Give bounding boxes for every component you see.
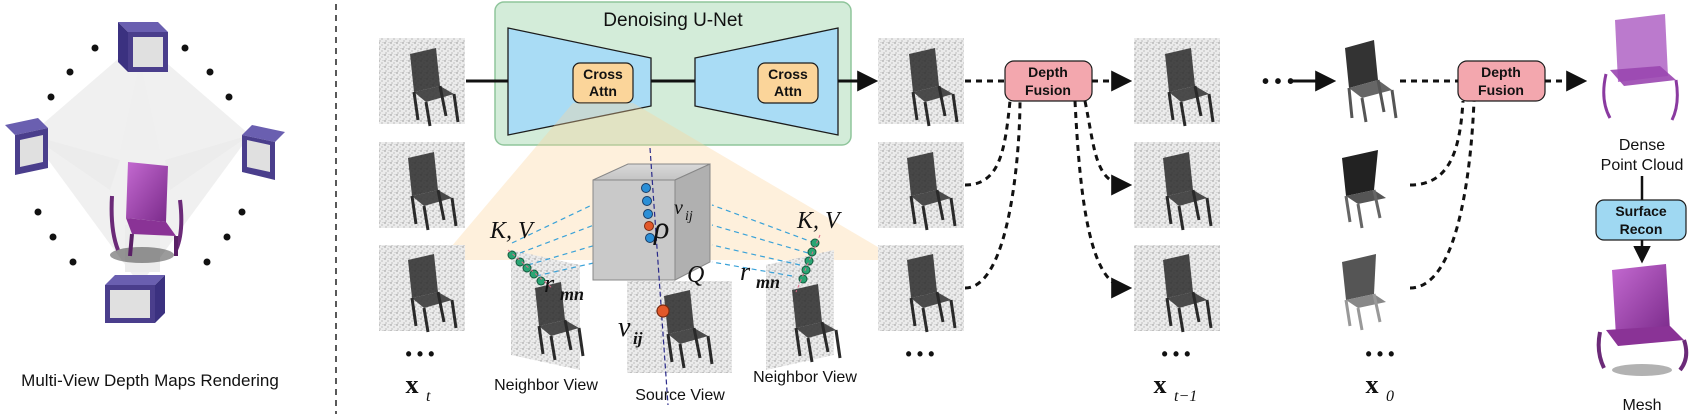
depth-fusion-1-line1: Depth [1028,64,1068,80]
neighbor-view-left [511,250,585,370]
depth-fusion-2-line2: Fusion [1478,82,1524,98]
cross-attn-left-line1: Cross [583,66,623,82]
ellipsis: • • • [906,344,935,364]
camera-top [118,22,168,72]
ellipsis: • • • [406,344,435,364]
epipolar-rays [511,204,816,277]
label-xt1: x [1154,370,1167,399]
cross-attn-block-left: Cross Attn [572,62,634,104]
column-xt: • • • x t [379,38,465,405]
camera-left [5,118,48,175]
vij-sub: ij [633,329,643,348]
source-view [627,281,732,373]
dense-label-line1: Dense [1619,137,1665,154]
multi-view-rendering-panel: Multi-View Depth Maps Rendering [5,22,285,390]
label-xt1-sub: t−1 [1174,388,1197,405]
rmn-left-sub: mn [560,284,584,304]
clean-depth-map [1345,40,1398,123]
output-panel: Dense Point Cloud Surface Recon Mesh [1595,14,1689,414]
depth-fusion-2: Depth Fusion [1457,60,1546,102]
orbit-dots [34,44,246,266]
column-x0: • • • x 0 [1342,40,1398,405]
rmn-right-sub: mn [756,272,780,292]
kv-left: K, V [489,218,535,244]
depth-fusion-1-line2: Fusion [1025,82,1071,98]
dense-label-line2: Point Cloud [1601,157,1684,174]
cross-attn-left-line2: Attn [589,83,617,99]
ellipsis-middle: • • • [1262,71,1294,93]
label-x0: x [1366,370,1379,399]
surface-recon-line1: Surface [1615,203,1667,219]
q-label: Q [687,262,704,288]
clean-depth-map [1342,150,1386,229]
depth-fusion-2-line1: Depth [1481,64,1521,80]
neighbor-points-left [507,249,553,289]
cross-attn-block-right: Cross Attn [757,62,819,104]
column-predicted: • • • [878,38,964,364]
fusion-2-connectors [1400,70,1588,290]
neighbor-view-right [766,250,842,370]
fusion-1-connectors [964,70,1133,299]
kv-right: K, V [796,208,842,234]
volume-cube [592,163,711,281]
mesh-chair [1596,264,1689,376]
ellipsis: • • • [1366,344,1395,364]
rmn-left: r [544,269,555,298]
source-pixel-point [656,304,670,318]
attention-detail: K, V K, V r mn r mn ρ v ij Q v ij Neighb… [489,147,857,406]
left-panel-caption: Multi-View Depth Maps Rendering [21,371,279,390]
rho-symbol: ρ [653,209,669,245]
rho-sup-sub: ij [685,209,693,224]
neighbor-view-left-label: Neighbor View [494,377,598,394]
view-cone [120,60,160,150]
ray-sample-points [641,183,655,243]
label-x0-sub: 0 [1386,388,1394,405]
rmn-right: r [740,257,751,286]
view-cone [165,135,250,190]
dense-point-cloud [1602,14,1679,121]
clean-depth-map [1342,254,1386,331]
camera-right [242,125,285,180]
label-xt-sub: t [426,388,431,405]
cross-attn-right-line2: Attn [774,83,802,99]
vij-label: v [618,312,631,343]
label-xt: x [406,370,419,399]
purple-chair [109,162,184,263]
source-ray [649,147,669,406]
camera-bottom [105,275,165,323]
cross-attn-right-line1: Cross [768,66,808,82]
rho-sup: v [674,197,683,219]
view-cone-region [30,40,250,285]
mesh-label: Mesh [1622,397,1661,414]
neighbor-view-right-label: Neighbor View [753,369,857,386]
source-view-label: Source View [635,387,725,404]
surface-recon-line2: Recon [1620,221,1663,237]
denoising-unet: Denoising U-Net Cross Attn Cross Attn [494,1,852,146]
depth-fusion-1: Depth Fusion [1004,60,1093,102]
column-xt-minus-1: • • • x t−1 [1134,38,1220,405]
view-cone [30,135,120,190]
neighbor-points-right [795,234,821,293]
unet-title: Denoising U-Net [603,10,743,31]
ellipsis: • • • [1162,344,1191,364]
